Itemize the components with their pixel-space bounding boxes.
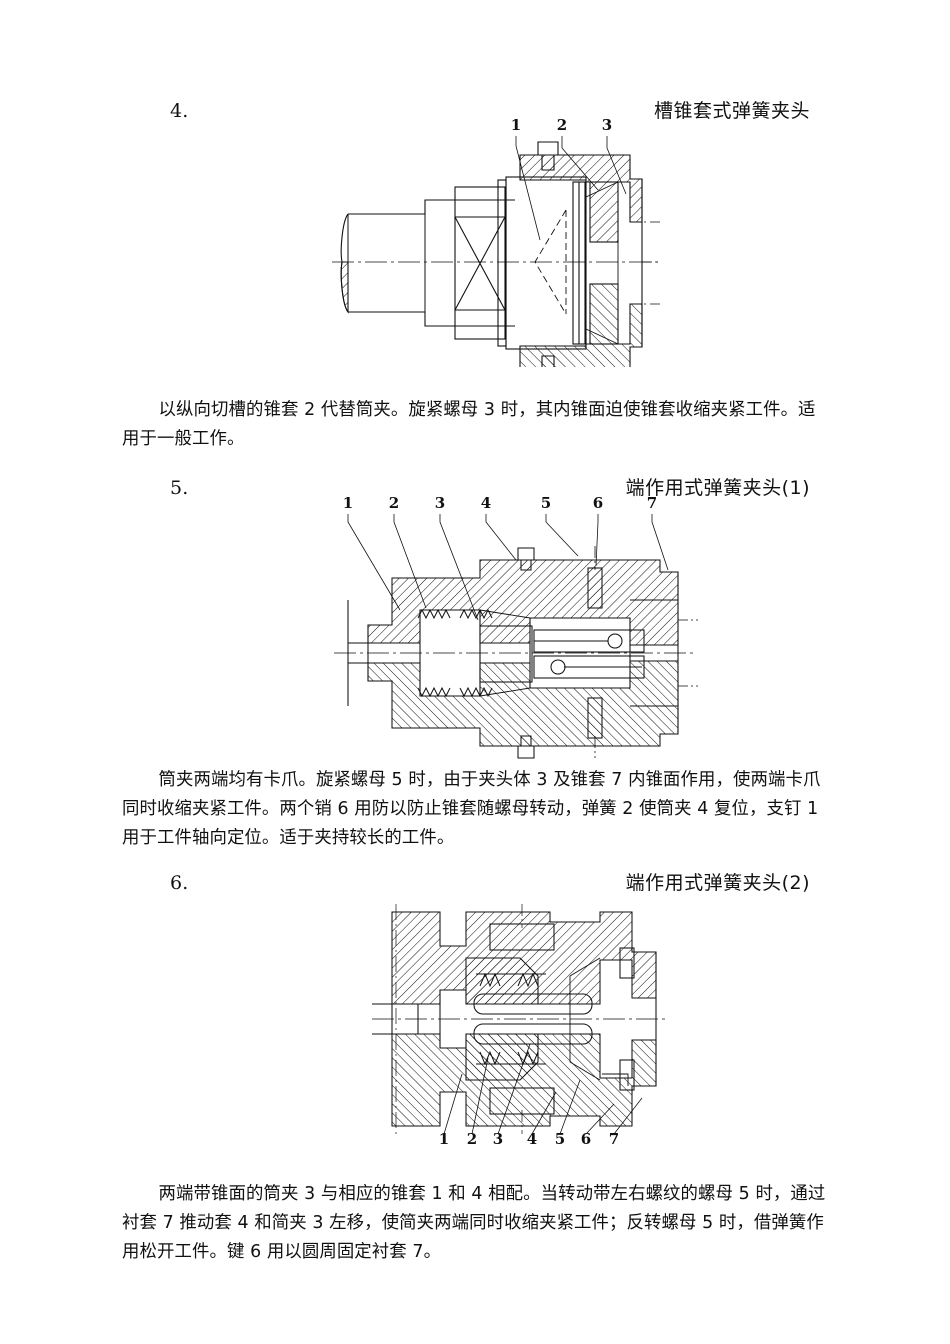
technical-cross-section-svg bbox=[334, 514, 698, 759]
callout-label: 3 bbox=[434, 494, 446, 512]
callout-label: 6 bbox=[580, 1130, 592, 1148]
callout-label: 4 bbox=[480, 494, 492, 512]
paragraph-line: 两端带锥面的筒夹 3 与相应的锥套 1 和 4 相配。当转动带左右螺纹的螺母 5… bbox=[158, 1184, 826, 1204]
callout-label: 6 bbox=[592, 494, 604, 512]
paragraph-line: 用于一般工作。 bbox=[122, 429, 245, 449]
paragraph-line: 筒夹两端均有卡爪。旋紧螺母 5 时，由于夹头体 3 及锥套 7 内锥面作用，使两… bbox=[158, 770, 821, 790]
entry-title-5: 端作用式弹簧夹头(1) bbox=[625, 477, 810, 499]
entry-heading-6: 6. 端作用式弹簧夹头(2) bbox=[170, 870, 810, 896]
paragraph-line: 用松开工件。键 6 用以圆周固定衬套 7。 bbox=[122, 1242, 442, 1262]
entry-paragraph-4: 以纵向切槽的锥套 2 代替筒夹。旋紧螺母 3 时，其内锥面迫使锥套收缩夹紧工件。… bbox=[122, 396, 840, 454]
callout-group-6: 1 2 3 4 5 6 7 bbox=[370, 898, 670, 1148]
entry-number-5: 5. bbox=[170, 477, 189, 499]
technical-cross-section-svg bbox=[332, 136, 660, 367]
paragraph-line: 衬套 7 推动套 4 和简夹 3 左移，使简夹两端同时收缩夹紧工件；反转螺母 5… bbox=[122, 1213, 824, 1233]
figure-end-acting-collet-chuck-1: 1 2 3 4 5 6 7 bbox=[330, 494, 700, 760]
figure-end-acting-collet-chuck-2: 1 2 3 4 5 6 7 bbox=[370, 898, 670, 1148]
callout-label: 5 bbox=[540, 494, 552, 512]
paragraph-line: 同时收缩夹紧工件。两个销 6 用防以防止锥套随螺母转动，弹簧 2 使筒夹 4 复… bbox=[122, 799, 819, 819]
paragraph-line: 以纵向切槽的锥套 2 代替筒夹。旋紧螺母 3 时，其内锥面迫使锥套收缩夹紧工件。… bbox=[158, 400, 816, 420]
callout-label: 1 bbox=[438, 1130, 450, 1148]
callout-label: 3 bbox=[492, 1130, 504, 1148]
entry-title-6: 端作用式弹簧夹头(2) bbox=[625, 872, 810, 894]
entry-title-4: 槽锥套式弹簧夹头 bbox=[653, 100, 810, 122]
callout-label: 1 bbox=[342, 494, 354, 512]
callout-label: 7 bbox=[608, 1130, 620, 1148]
entry-paragraph-6: 两端带锥面的筒夹 3 与相应的锥套 1 和 4 相配。当转动带左右螺纹的螺母 5… bbox=[122, 1180, 840, 1267]
paragraph-line: 用于工件轴向定位。适于夹持较长的工件。 bbox=[122, 828, 455, 848]
entry-paragraph-5: 筒夹两端均有卡爪。旋紧螺母 5 时，由于夹头体 3 及锥套 7 内锥面作用，使两… bbox=[122, 766, 840, 853]
callout-label: 2 bbox=[388, 494, 400, 512]
callout-group-4: 1 2 3 bbox=[330, 116, 660, 367]
figure-slotted-taper-sleeve-collet-chuck: 1 2 3 bbox=[330, 116, 660, 367]
entry-number-4: 4. bbox=[170, 100, 189, 122]
callout-label: 5 bbox=[554, 1130, 566, 1148]
technical-cross-section-svg bbox=[372, 904, 668, 1135]
callout-label: 4 bbox=[526, 1130, 538, 1148]
entry-heading-4: 4. 槽锥套式弹簧夹头 bbox=[170, 98, 810, 124]
callout-label: 1 bbox=[510, 116, 522, 134]
entry-number-6: 6. bbox=[170, 872, 189, 894]
callout-label: 2 bbox=[466, 1130, 478, 1148]
entry-heading-5: 5. 端作用式弹簧夹头(1) bbox=[170, 475, 810, 501]
callout-label: 3 bbox=[601, 116, 613, 134]
callout-label: 7 bbox=[646, 494, 658, 512]
callout-label: 2 bbox=[556, 116, 568, 134]
callout-group-5: 1 2 3 4 5 6 7 bbox=[330, 494, 700, 760]
